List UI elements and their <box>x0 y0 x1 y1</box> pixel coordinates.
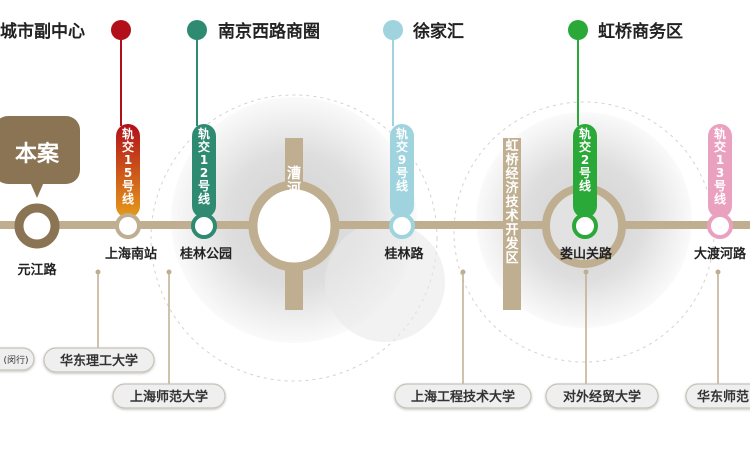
minhang-tag-label: (闵行) <box>3 354 28 366</box>
main-transit-line <box>0 221 750 229</box>
ecnu-tag: 华东师范 <box>685 383 750 409</box>
caohejing-zone-ring <box>150 94 438 382</box>
xujiahui-dot <box>383 20 403 40</box>
minhang-tag: (闵行) <box>0 347 35 371</box>
ecnu-tag-label: 华东师范 <box>697 389 749 405</box>
caohejing-hub-ring <box>248 180 340 272</box>
ecust-tag-label: 华东理工大学 <box>60 353 138 369</box>
city-sub-center-label: 城市副中心 <box>0 21 85 42</box>
ecust-leader-dot <box>95 269 101 275</box>
ecnu-leader-dot <box>715 269 721 275</box>
station-label-guilin-park: 桂林公园 <box>179 246 232 262</box>
station-yuanjiang-road-ring <box>14 203 60 249</box>
city-sub-center-dot <box>111 20 131 40</box>
station-label-loushanguan-road: 娄山关路 <box>560 246 613 262</box>
sues-leader-dot <box>460 269 466 275</box>
sues-tag: 上海工程技术大学 <box>394 383 532 409</box>
station-label-dadu-river-road: 大渡河路 <box>694 246 747 262</box>
shnu-tag-label: 上海师范大学 <box>130 389 208 405</box>
station-label-shanghai-south: 上海南站 <box>105 246 157 262</box>
sues-tag-label: 上海工程技术大学 <box>411 389 515 405</box>
nanjing-west-road-label: 南京西路商圈 <box>218 21 320 42</box>
uibe-tag: 对外经贸大学 <box>545 383 659 409</box>
hongqiao-label: 虹桥商务区 <box>598 21 683 42</box>
caohejing-zone-label: 漕河泾开发区 <box>286 165 302 257</box>
station-guilin-road <box>389 213 415 239</box>
project-badge-label: 本案 <box>15 141 60 167</box>
mid-zone-circle <box>325 222 445 342</box>
station-label-guilin-road: 桂林路 <box>383 246 424 262</box>
station-dadu-river-road <box>707 213 733 239</box>
station-shanghai-south <box>115 213 141 239</box>
hongqiao-econ-label-text: 虹桥经济技术开发区 <box>504 138 519 266</box>
hongqiao-dot <box>568 20 588 40</box>
station-loushanguan-road <box>572 213 598 239</box>
nanjing-west-road-dot <box>187 20 207 40</box>
station-guilin-park <box>191 213 217 239</box>
caohejing-label-text: 漕河泾开发区 <box>286 165 302 257</box>
station-label-yuanjiang-road: 元江路 <box>17 262 57 278</box>
shnu-tag: 上海师范大学 <box>112 383 226 409</box>
xujiahui-label: 徐家汇 <box>412 21 464 42</box>
uibe-tag-label: 对外经贸大学 <box>563 389 641 405</box>
uibe-leader-dot <box>583 269 589 275</box>
shnu-leader-dot <box>166 269 172 275</box>
ecust-tag: 华东理工大学 <box>43 347 155 373</box>
project-badge: 本案 <box>0 116 80 198</box>
